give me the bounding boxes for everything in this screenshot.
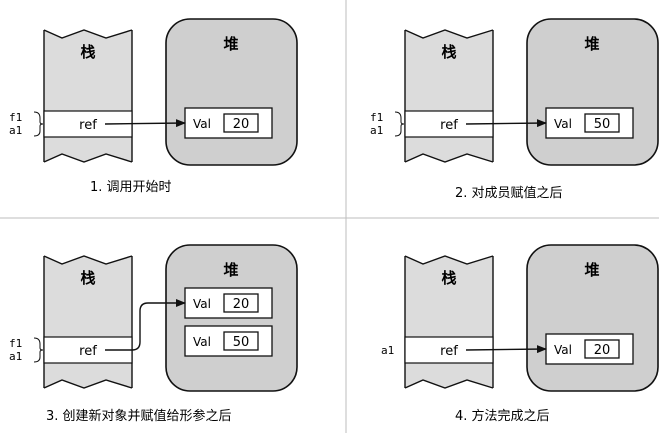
heap-label: 堆 (584, 261, 599, 279)
var-label: a1 (9, 350, 22, 363)
stack-bottom-edge (43, 379, 133, 389)
var-brace (33, 111, 44, 137)
stack-label: 栈 (441, 43, 456, 61)
value-box (584, 339, 620, 359)
heap-label: 堆 (584, 35, 599, 53)
stack-label: 栈 (80, 43, 95, 61)
heap-object: Val 20 (184, 287, 273, 319)
stack-label: 栈 (441, 269, 456, 287)
heap-object: Val 20 (184, 107, 273, 139)
stack-bottom-edge (404, 153, 494, 163)
heap-label: 堆 (223, 35, 238, 53)
field-label: Val (554, 117, 572, 131)
ref-label: ref (440, 344, 458, 359)
panel-caption: 1. 调用开始时 (90, 180, 172, 195)
var-label: a1 (381, 344, 394, 357)
stack-top-edge (404, 29, 494, 39)
stack-label: 栈 (80, 269, 95, 287)
var-label: f1 (9, 337, 22, 350)
reference-arrow (465, 345, 547, 354)
heap-object: Val 50 (184, 325, 273, 357)
panel-caption: 4. 方法完成之后 (455, 408, 550, 424)
field-label: Val (193, 297, 211, 311)
stack-top-edge (404, 255, 494, 265)
var-brace (394, 111, 405, 137)
field-value: 50 (233, 335, 250, 350)
var-label: f1 (370, 111, 383, 124)
ref-label: ref (79, 118, 97, 133)
heap-label: 堆 (223, 261, 238, 279)
field-value: 20 (233, 297, 250, 312)
field-value: 20 (594, 343, 611, 358)
reference-arrow (105, 299, 186, 351)
field-value: 50 (594, 117, 611, 132)
field-label: Val (193, 117, 211, 131)
stack-bottom-edge (43, 153, 133, 163)
ref-label: ref (79, 344, 97, 359)
ref-label: ref (440, 118, 458, 133)
reference-arrow (104, 119, 186, 128)
field-value: 20 (233, 117, 250, 132)
heap-object: Val 50 (545, 107, 634, 139)
stack-bottom-edge (404, 379, 494, 389)
value-box (223, 293, 259, 313)
value-box (223, 113, 259, 133)
var-label: f1 (9, 111, 22, 124)
value-box (584, 113, 620, 133)
panel-caption: 3. 创建新对象并赋值给形参之后 (46, 408, 232, 424)
panel-4: 栈 ref a1 堆 Val 20 4. 方法完成之后 (381, 244, 659, 424)
field-label: Val (554, 343, 572, 357)
value-box (223, 331, 259, 351)
var-label: a1 (9, 124, 22, 137)
stack-top-edge (43, 29, 133, 39)
stack-top-edge (43, 255, 133, 265)
panel-caption: 2. 对成员赋值之后 (455, 185, 563, 201)
reference-arrow (465, 119, 547, 128)
var-label: a1 (370, 124, 383, 137)
var-brace (33, 337, 44, 363)
heap-object: Val 20 (545, 333, 634, 365)
field-label: Val (193, 335, 211, 349)
